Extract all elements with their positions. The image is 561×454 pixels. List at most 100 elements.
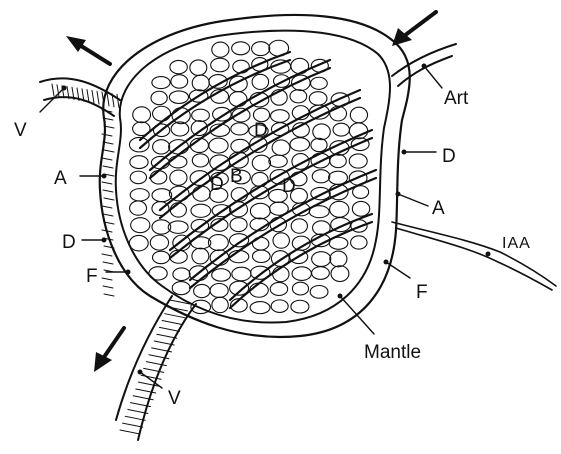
islet-cell	[192, 109, 210, 121]
islet-cell	[291, 300, 309, 313]
vein-hatch-line	[102, 278, 112, 280]
label-a-left: A	[54, 168, 67, 189]
islet-cell	[149, 267, 167, 280]
islet-cell	[313, 124, 331, 140]
islet-cell	[330, 251, 347, 267]
islet-cell	[290, 138, 310, 151]
islet-cell	[153, 140, 170, 154]
cell-mosaic	[129, 40, 369, 313]
islet-cell	[193, 186, 211, 201]
label-f-right: F	[416, 282, 428, 303]
islet-cell	[229, 92, 247, 107]
islet-cell	[171, 75, 188, 89]
vein-hatch-line	[104, 198, 114, 200]
label-d-inner-left: D	[210, 174, 224, 195]
vein-hatch-line	[97, 91, 99, 104]
vein-hatch-line	[52, 84, 54, 96]
islet-cell	[290, 90, 307, 103]
islet-cell	[311, 138, 327, 151]
islet-cell	[130, 171, 146, 184]
vein-hatch-line	[103, 286, 113, 288]
islet-cell	[192, 75, 209, 91]
islet-cell	[131, 218, 150, 233]
islet-cell	[232, 267, 251, 281]
islet-cell	[250, 203, 270, 219]
flow-arrow-top-right	[392, 12, 436, 46]
capillary-line	[170, 138, 372, 258]
islet-cell	[209, 138, 228, 153]
flow-arrow-bottom-left	[94, 328, 124, 372]
vein-hatch-line	[120, 430, 140, 434]
label-mantle: Mantle	[364, 342, 421, 363]
vein-bottom-hatching	[120, 300, 190, 434]
islet-cell	[331, 266, 349, 282]
islet-cell	[153, 106, 171, 121]
vein-hatch-line	[104, 294, 114, 296]
vein-hatch-line	[103, 190, 113, 192]
label-iaa: IAA	[502, 235, 531, 252]
islet-cell	[210, 284, 228, 298]
islet-cell	[252, 155, 270, 171]
islet-cell	[252, 250, 270, 262]
islet-cell	[333, 123, 349, 136]
vein-hatch-line	[87, 90, 89, 103]
islet-cell	[349, 154, 367, 168]
islet-cell	[194, 284, 210, 297]
vein-hatch-line	[125, 416, 145, 420]
label-d-inner-right: D	[282, 176, 296, 197]
islet-cell	[208, 235, 228, 251]
label-b-center: B	[230, 166, 243, 187]
label-d-inner-top: D	[254, 120, 268, 141]
islet-cell	[232, 42, 250, 55]
label-f-left: F	[86, 266, 98, 287]
islet-cell	[190, 60, 207, 76]
islet-cell	[170, 60, 187, 73]
islet-cell	[170, 203, 186, 217]
islet-cell	[270, 282, 287, 295]
vein-hatch-line	[102, 206, 112, 208]
islet-cell	[212, 42, 229, 57]
islet-cell	[350, 107, 367, 123]
islet-cell	[169, 91, 188, 104]
islet-cell	[250, 283, 269, 297]
islet-cell	[231, 123, 249, 135]
flow-arrow-top-left	[66, 36, 110, 64]
islet-cell	[291, 219, 307, 233]
islet-cell	[271, 110, 290, 123]
islet-cell	[170, 170, 187, 185]
label-v-top: V	[14, 120, 27, 141]
label-d-left: D	[62, 232, 76, 253]
islet-cell	[312, 267, 330, 280]
label-v-bottom: V	[168, 388, 181, 409]
islet-cell	[273, 233, 289, 248]
vein-hatch-line	[102, 254, 112, 256]
vein-hatch-line	[103, 166, 113, 168]
islet-cell	[310, 285, 328, 298]
label-a-right: A	[432, 198, 445, 219]
vein-hatch-line	[117, 94, 119, 107]
islet-cell	[152, 251, 169, 263]
vein-hatch-line	[92, 90, 94, 103]
islet-cell	[151, 91, 167, 104]
islet-cell	[212, 297, 228, 312]
vein-hatch-line	[162, 321, 182, 325]
islet-cell	[192, 248, 209, 264]
vein-top-hatching	[52, 84, 119, 296]
islet-cell	[252, 74, 269, 89]
islet-cell	[269, 155, 287, 167]
islet-cell	[312, 170, 330, 183]
vein-hatch-line	[107, 93, 109, 106]
vein-hatch-line	[102, 158, 112, 160]
islet-cell	[192, 154, 208, 167]
islet-cell	[173, 268, 190, 281]
islet-cell	[191, 204, 211, 217]
label-art: Art	[444, 88, 469, 109]
vein-hatch-line	[104, 150, 114, 152]
islet-cell	[169, 156, 187, 168]
islet-cell	[271, 300, 288, 313]
islet-cell	[352, 201, 369, 216]
vein-hatch-line	[123, 423, 143, 427]
islet-cell	[229, 234, 248, 247]
